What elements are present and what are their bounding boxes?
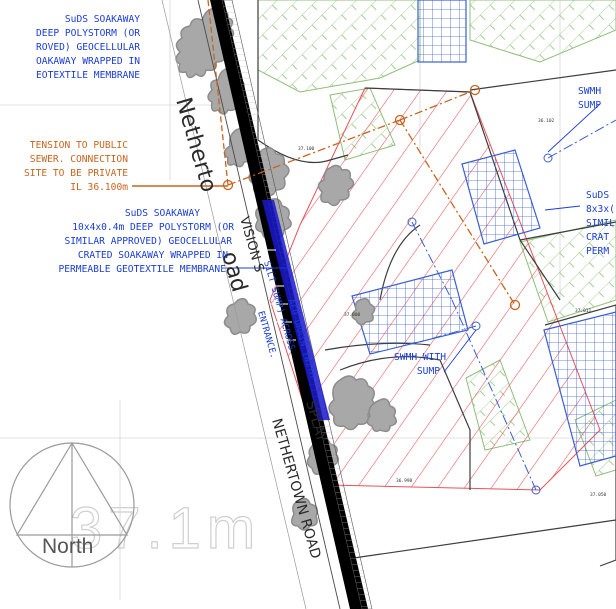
note-line: PERMEABLE GEOTEXTILE MEMBRANE (58, 264, 226, 275)
note-line: SuDS SOAKAWAY (125, 208, 200, 219)
crate-main (351, 269, 469, 355)
level-3: 37.000 (344, 312, 361, 318)
note-suds-main: SuDS SOAKAWAY 10x4x0.4m DEEP POLYSTORM (… (58, 208, 234, 275)
crate-center (461, 149, 541, 245)
note-line: DEEP POLYSTORM (OR (36, 28, 140, 39)
note-swmh-mid: SWMH WITH SUMP (394, 352, 446, 377)
soakaway-crates (351, 0, 616, 467)
note-line: SIMILAR APPROVED) GEOCELLULAR (64, 236, 232, 247)
note-line: TENSION TO PUBLIC (30, 140, 128, 151)
note-line: SWMH WITH (394, 352, 446, 363)
note-line: ROVED) GEOCELLULAR (36, 42, 140, 53)
sewer-manhole-3 (469, 84, 481, 96)
note-line: SUMP (417, 366, 440, 377)
road-edge (161, 0, 373, 609)
sewer-manhole-2 (394, 114, 406, 126)
note-line: SITE TO BE PRIVATE (24, 168, 128, 179)
crate-top (417, 0, 467, 63)
note-connection: TENSION TO PUBLIC SEWER. CONNECTION SITE… (24, 140, 128, 193)
note-line: SuDS SOAKAWAY (65, 14, 140, 25)
note-line: SEWER. CONNECTION (30, 154, 128, 165)
note-suds-right: SuDS 8x3x( SIMIL CRAT PERM (586, 190, 615, 257)
note-line: SIMIL (586, 218, 615, 229)
note-suds-top: SuDS SOAKAWAY DEEP POLYSTORM (OR ROVED) … (36, 14, 140, 81)
swmh-1 (407, 217, 417, 227)
level-watermark: 37.1m (70, 496, 261, 561)
leader-lines (226, 103, 601, 373)
north-label: North (42, 535, 93, 558)
sewer-connection (132, 0, 521, 311)
crate-right (543, 311, 616, 467)
sewer-manhole-4 (509, 299, 521, 311)
note-line: CRATED SOAKAWAY WRAPPED IN (78, 250, 228, 261)
note-line: PERM (586, 246, 609, 257)
level-4: 37.011 (575, 308, 592, 314)
note-line: SuDS (586, 190, 609, 201)
sewer-manhole-1 (222, 179, 234, 191)
entrance-label: ENTRANCE. (255, 310, 278, 360)
level-1: 37.100 (298, 146, 315, 152)
level-5: 36.998 (396, 478, 413, 484)
aco-drain-channel (262, 200, 330, 420)
surface-water-lines (407, 119, 616, 495)
level-2: 36.102 (538, 118, 555, 124)
north-arrow: North (9, 441, 135, 568)
note-line: IL 36.100m (70, 182, 128, 193)
spot-levels: 37.100 36.102 37.000 37.011 36.998 37.05… (298, 118, 607, 498)
note-line: EOTEXTILE MEMBRANE (36, 70, 140, 81)
level-6: 37.050 (590, 492, 607, 498)
note-line: SWMH (578, 86, 601, 97)
note-line: CRAT (586, 232, 609, 243)
note-line: 8x3x( (586, 204, 615, 215)
note-line: 10x4x0.4m DEEP POLYSTORM (OR (72, 222, 234, 233)
note-swmh-top-right: SWMH SUMP (578, 86, 601, 111)
swmh-3 (543, 153, 553, 163)
note-line: SUMP (578, 100, 601, 111)
note-line: OAKAWAY WRAPPED IN (36, 56, 140, 67)
swmh-4 (531, 485, 541, 495)
